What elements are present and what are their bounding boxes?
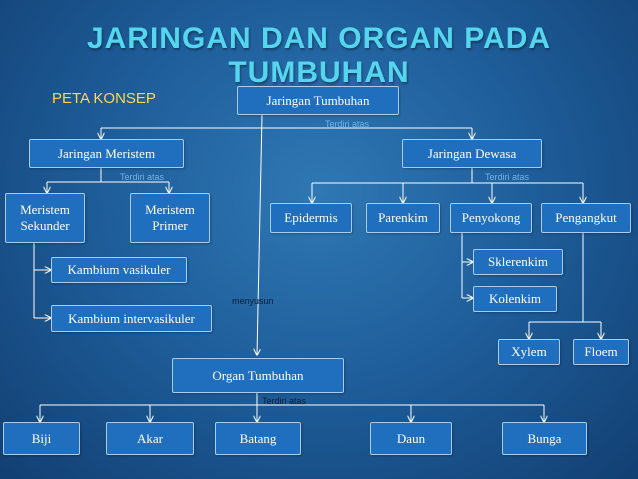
concept-map-label: PETA KONSEP: [52, 90, 156, 107]
node-organ-tumbuhan: Organ Tumbuhan: [172, 358, 344, 393]
node-bunga: Bunga: [502, 422, 587, 455]
node-floem: Floem: [573, 339, 629, 365]
node-meristem-primer: Meristem Primer: [130, 193, 210, 243]
node-kambium-intervasikuler: Kambium intervasikuler: [51, 305, 212, 332]
node-jaringan-meristem: Jaringan Meristem: [29, 139, 184, 168]
node-pengangkut: Pengangkut: [541, 203, 631, 233]
node-kolenkim: Kolenkim: [473, 286, 557, 312]
node-meristem-sekunder: Meristem Sekunder: [5, 193, 85, 243]
node-biji: Biji: [3, 422, 80, 455]
connector-label-dewasa: Terdiri atas: [485, 172, 530, 182]
slide-title: JARINGAN DAN ORGAN PADA TUMBUHAN: [86, 22, 552, 89]
node-batang: Batang: [215, 422, 301, 455]
node-jaringan-dewasa: Jaringan Dewasa: [402, 139, 542, 168]
node-parenkim: Parenkim: [366, 203, 440, 233]
node-daun: Daun: [370, 422, 452, 455]
node-penyokong: Penyokong: [450, 203, 532, 233]
connector-label-menyusun: menyusun: [232, 296, 274, 306]
node-kambium-vasikuler: Kambium vasikuler: [51, 257, 187, 283]
node-akar: Akar: [106, 422, 194, 455]
connector-label-root: Terdiri atas: [325, 119, 370, 129]
arrow-to-organ: [257, 114, 263, 355]
node-jaringan-tumbuhan: Jaringan Tumbuhan: [237, 86, 399, 115]
node-xylem: Xylem: [498, 339, 560, 365]
connector-label-organ: Terdiri atas: [262, 396, 307, 406]
node-epidermis: Epidermis: [270, 203, 352, 233]
connector-label-meristem: Terdiri atas: [120, 172, 165, 182]
node-sklerenkim: Sklerenkim: [473, 249, 563, 275]
